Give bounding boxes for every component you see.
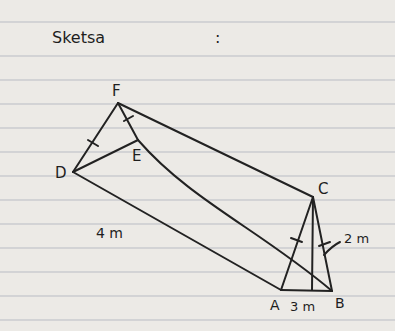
vertex-label: F	[112, 84, 121, 99]
sketch-title: Sketsa	[52, 30, 105, 46]
dimension-label: 2 m	[344, 232, 369, 245]
vertex-label: A	[270, 298, 280, 312]
paper-lines	[0, 22, 395, 320]
title-colon: :	[215, 30, 220, 46]
vertex-label: B	[335, 296, 345, 310]
prism-drawing	[73, 103, 340, 291]
vertex-label: C	[318, 182, 328, 197]
vertex-label: E	[132, 149, 141, 164]
dimension-label: 4 m	[96, 226, 123, 240]
vertex-label: D	[55, 166, 67, 181]
dimension-label: 3 m	[290, 300, 315, 313]
